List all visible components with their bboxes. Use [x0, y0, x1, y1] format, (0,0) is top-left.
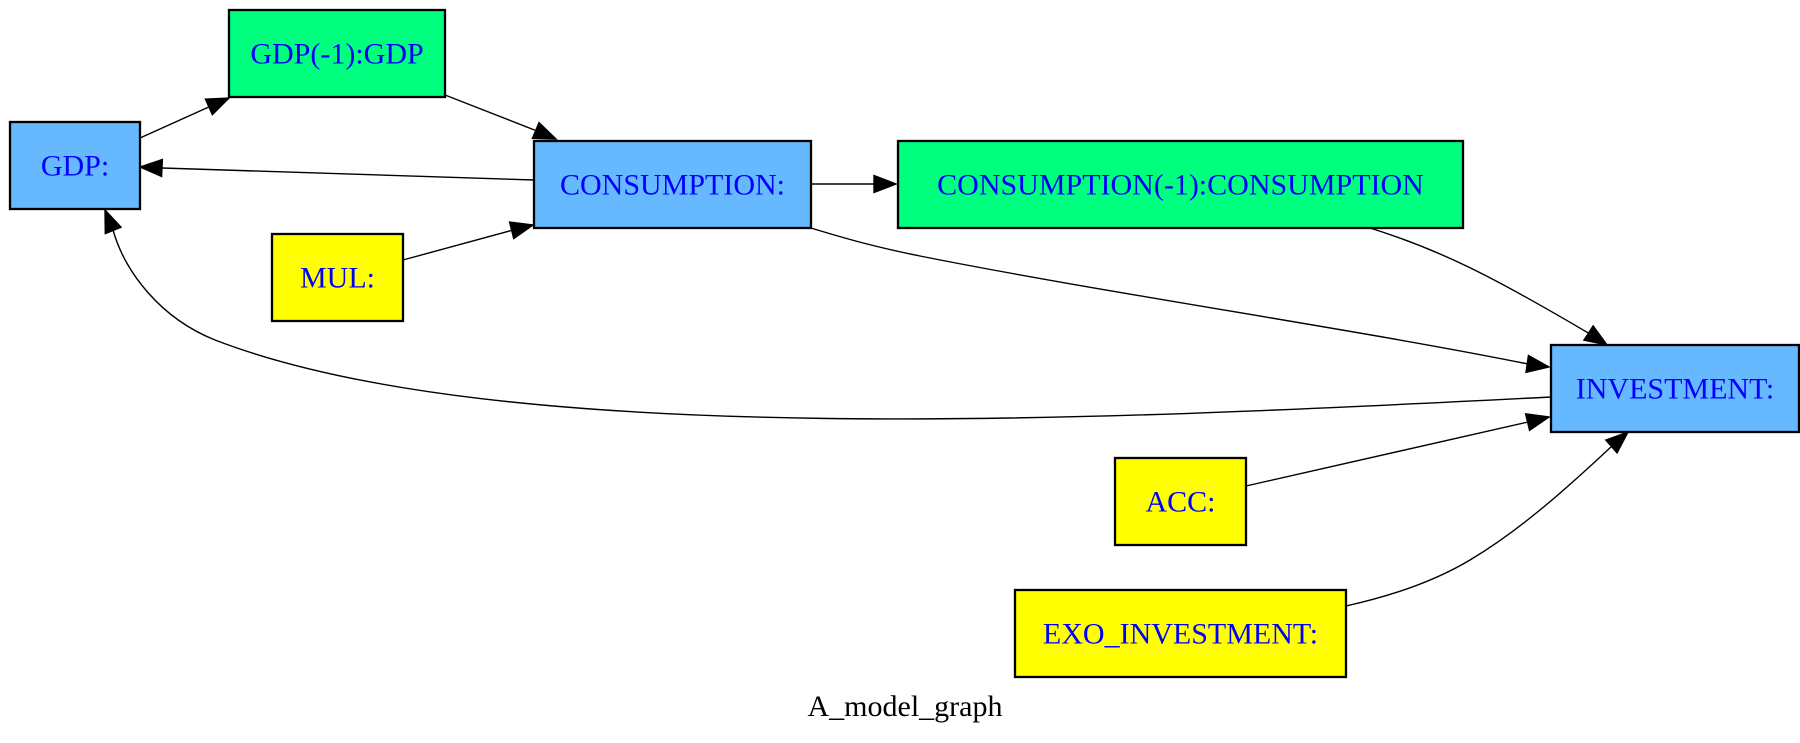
arrowhead-icon: [531, 121, 558, 140]
edge-consumption-to-investment: [810, 227, 1551, 374]
node-label: ACC:: [1145, 486, 1215, 519]
edge-gdp_lag-to-consumption: [444, 94, 558, 140]
node-box[interactable]: [896, 139, 1465, 230]
nodes-layer: GDP: GDP(-1):GDP CONSUMPTION: CONSUMPTION(-…: [8, 8, 1800, 679]
arrowhead-icon: [138, 158, 164, 178]
arrowhead-icon: [873, 174, 898, 194]
edge-consumption-to-gdp: [138, 158, 535, 181]
edge-acc-to-investment: [1245, 412, 1551, 487]
edge-investment-to-gdp: [104, 208, 1552, 420]
node-label: GDP(-1):GDP: [250, 38, 423, 71]
node-consumption[interactable]: CONSUMPTION:: [532, 139, 813, 230]
arrowhead-icon: [1524, 412, 1551, 432]
node-gdp[interactable]: GDP:: [8, 120, 142, 211]
arrowhead-icon: [204, 97, 231, 116]
graph-caption: A_model_graph: [808, 690, 1003, 723]
edge-line: [139, 105, 212, 139]
node-box[interactable]: [1113, 456, 1248, 547]
node-label: GDP:: [41, 150, 109, 183]
edge-line: [112, 229, 1552, 420]
node-label: CONSUMPTION(-1):CONSUMPTION: [937, 169, 1424, 202]
edge-line: [1345, 445, 1613, 607]
node-gdp_lag[interactable]: GDP(-1):GDP: [227, 8, 447, 99]
node-label: INVESTMENT:: [1576, 373, 1775, 406]
arrowhead-icon: [1525, 354, 1551, 374]
node-acc[interactable]: ACC:: [1113, 456, 1248, 547]
node-label: EXO_INVESTMENT:: [1043, 618, 1318, 651]
node-box[interactable]: [1549, 343, 1800, 434]
node-label: CONSUMPTION:: [560, 169, 785, 202]
node-box[interactable]: [8, 120, 142, 211]
edge-gdp-to-gdp_lag: [139, 97, 231, 139]
node-exo_investment[interactable]: EXO_INVESTMENT:: [1013, 588, 1348, 679]
node-label: MUL:: [300, 262, 375, 295]
arrowhead-icon: [1582, 324, 1609, 347]
node-box[interactable]: [227, 8, 447, 99]
arrowhead-icon: [508, 221, 535, 240]
node-box[interactable]: [532, 139, 813, 230]
edge-consumption_lag-to-investment: [1369, 227, 1609, 347]
edge-line: [444, 94, 538, 132]
node-box[interactable]: [1013, 588, 1348, 679]
edge-consumption-to-consumption_lag: [811, 174, 898, 194]
edge-mul-to-consumption: [402, 221, 535, 261]
edge-line: [1245, 421, 1529, 487]
edge-line: [161, 167, 535, 181]
node-consumption_lag[interactable]: CONSUMPTION(-1):CONSUMPTION: [896, 139, 1465, 230]
edge-line: [402, 229, 514, 261]
edge-line: [810, 227, 1529, 365]
edges-layer: [104, 94, 1630, 607]
node-mul[interactable]: MUL:: [270, 232, 405, 323]
arrowhead-icon: [1604, 430, 1630, 455]
edge-line: [1369, 227, 1591, 335]
node-box[interactable]: [270, 232, 405, 323]
arrowhead-icon: [104, 208, 123, 235]
node-investment[interactable]: INVESTMENT:: [1549, 343, 1800, 434]
edge-exo_investment-to-investment: [1345, 430, 1630, 607]
